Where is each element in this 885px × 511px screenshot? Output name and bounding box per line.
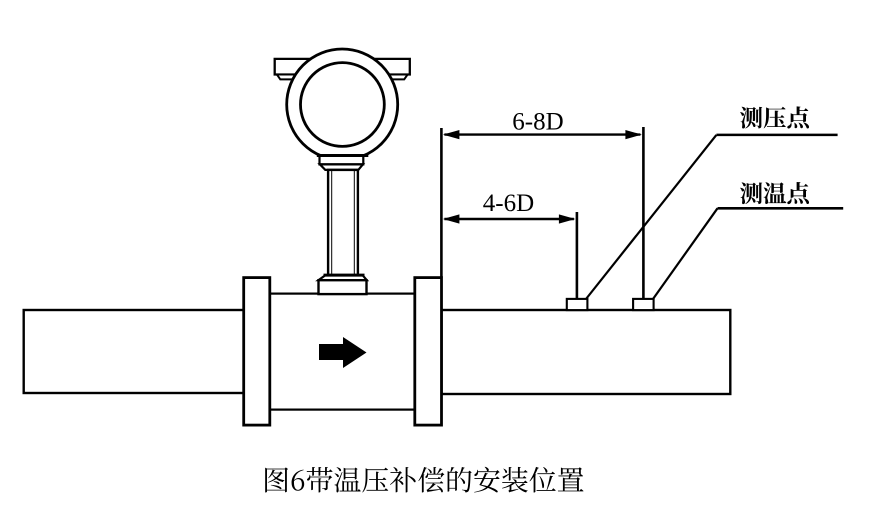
svg-text:4-6D: 4-6D <box>483 190 534 217</box>
svg-text:6-8D: 6-8D <box>512 109 563 136</box>
